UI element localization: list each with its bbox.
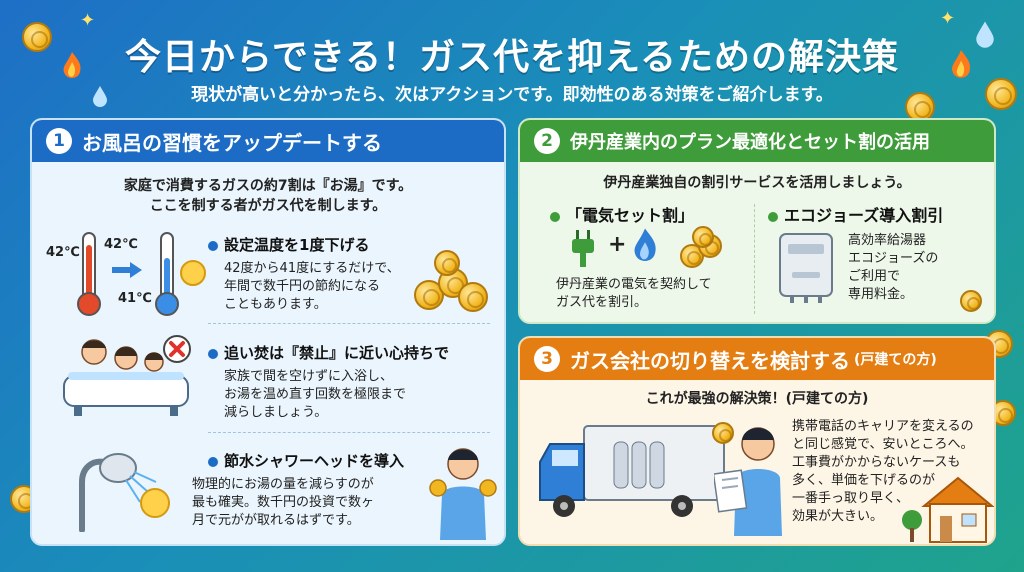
tip-line: 物理的にお湯の量を減らすのが <box>192 477 374 492</box>
arrow-right-icon <box>110 260 144 284</box>
tip-line: こともあります。 <box>224 297 327 312</box>
option-line: エコジョーズの <box>848 251 939 266</box>
thermometer-bulb <box>155 292 179 316</box>
bullet-dot <box>768 211 778 222</box>
tip-heading-text: 節水シャワーヘッドを導入 <box>224 452 405 470</box>
bullet-dot <box>208 240 218 251</box>
intro-text: 家庭で消費するガスの約7割は『お湯』です。 ここを制する者がガス代を制します。 <box>32 176 504 216</box>
coin-icon <box>960 290 982 312</box>
page-subtitle: 現状が高いと分かったら、次はアクションです。即効性のある対策をご紹介します。 <box>191 85 833 105</box>
body-line: 効果が大きい。 <box>792 509 884 524</box>
option-heading-text: 「電気セット割」 <box>566 206 695 225</box>
bathtub-family-icon <box>56 332 196 426</box>
coin-stack-icon <box>680 226 730 270</box>
coin-icon <box>985 78 1017 110</box>
house-icon <box>898 472 994 544</box>
option-line: 伊丹産業の電気を契約して <box>556 277 712 292</box>
coin-icon <box>905 92 935 122</box>
page-title: 今日からできる！ガス代を抑えるための解決策 <box>124 37 900 78</box>
option-line: ガス代を割引。 <box>556 295 648 310</box>
intro-text: 伊丹産業独自の割引サービスを活用しましょう。 <box>603 175 911 191</box>
tip-line: お湯を温め直す回数を極限まで <box>224 387 407 402</box>
sparkle-icon: ✦ <box>80 10 96 31</box>
divider <box>208 432 490 433</box>
water-heater-icon <box>778 232 834 308</box>
smile-face-icon <box>140 488 170 518</box>
sparkle-icon: ✦ <box>940 8 956 29</box>
gas-flame-icon <box>630 226 660 270</box>
option-heading: 「電気セット割」 <box>550 202 694 226</box>
body-line: 携帯電話のキャリアを変えるの <box>792 419 974 434</box>
temperature-label: 42℃ <box>46 245 80 260</box>
bullet-dot <box>550 211 560 222</box>
temperature-label: 42℃ <box>104 237 138 252</box>
hot-thermometer-icon <box>82 232 96 302</box>
tip-body: 家族で間を空けずに入浴し、 お湯を温め直す回数を極限まで 減らしましょう。 <box>224 368 484 422</box>
option-heading: エコジョーズ導入割引 <box>768 202 943 226</box>
section-header: 3 ガス会社の切り替えを検討する (戸建ての方) <box>520 338 994 380</box>
bullet-dot <box>208 348 218 359</box>
tip-heading: 設定温度を1度下げる <box>208 234 369 255</box>
flame-icon <box>948 48 974 86</box>
flame-icon <box>60 50 84 86</box>
tip-line: 月で元がが取れるはずです。 <box>192 513 360 528</box>
temperature-label: 41℃ <box>118 291 152 306</box>
section-title: 伊丹産業内のプラン最適化とセット割の活用 <box>570 132 930 153</box>
bullet-dot <box>208 456 218 467</box>
plug-icon <box>568 228 598 272</box>
water-drop-icon <box>92 85 108 111</box>
option-line: ご利用で <box>848 269 901 284</box>
option-heading-text: エコジョーズ導入割引 <box>784 206 944 225</box>
intro-text: これが最強の解決策！(戸建ての方) <box>645 391 869 407</box>
prohibited-x-icon <box>162 334 192 368</box>
intro-line: 家庭で消費するガスの約7割は『お湯』です。 <box>123 178 413 194</box>
tip-line: 家族で間を空けずに入浴し、 <box>224 369 394 384</box>
section-title: お風呂の習慣をアップデートする <box>82 130 382 155</box>
section-header: 2 伊丹産業内のプラン最適化とセット割の活用 <box>520 120 994 162</box>
tip-line: 年間で数千円の節約になる <box>224 279 381 294</box>
person-holding-coins-icon <box>426 442 500 544</box>
person-with-document-icon <box>712 418 794 542</box>
section-number: 2 <box>534 128 560 154</box>
coin-stack-icon <box>414 250 494 312</box>
tip-line: 42度から41度にするだけで、 <box>224 261 400 276</box>
section-header: 1 お風呂の習慣をアップデートする <box>32 120 504 162</box>
tip-body: 物理的にお湯の量を減らすのが 最も確実。数千円の投資で数ヶ 月で元がが取れるはず… <box>192 476 420 530</box>
gas-delivery-truck-icon <box>532 418 732 532</box>
intro-line: ここを制する者がガス代を制します。 <box>149 198 387 214</box>
plus-sign: + <box>608 232 627 257</box>
water-drop-icon <box>975 20 995 52</box>
tip-line: 最も確実。数千円の投資で数ヶ <box>192 495 375 510</box>
option-body: 高効率給湯器 エコジョーズの ご利用で 専用料金。 <box>848 232 978 304</box>
section-title: ガス会社の切り替えを検討する <box>570 348 850 373</box>
divider <box>208 323 490 324</box>
tip-heading-text: 設定温度を1度下げる <box>224 236 370 254</box>
section-number: 3 <box>534 346 560 372</box>
body-line: 多く、単価を下げるのが <box>792 473 936 488</box>
smile-face-icon <box>180 260 206 286</box>
section-body: 携帯電話のキャリアを変えるの と同じ感覚で、安いところへ。 工事費がかからないケ… <box>792 418 992 526</box>
thermometer-bulb <box>77 292 101 316</box>
body-line: 一番手っ取り早く、 <box>792 491 910 506</box>
coin-icon <box>22 22 52 52</box>
option-body: 伊丹産業の電気を契約して ガス代を割引。 <box>556 276 756 312</box>
tip-heading: 節水シャワーヘッドを導入 <box>208 450 404 471</box>
option-line: 専用料金。 <box>848 287 914 302</box>
tip-line: 減らしましょう。 <box>224 405 328 420</box>
tip-body: 42度から41度にするだけで、 年間で数千円の節約になる こともあります。 <box>224 260 404 314</box>
divider <box>754 204 755 314</box>
section-title-note: (戸建ての方) <box>854 352 937 368</box>
section-number: 1 <box>46 128 72 154</box>
section-bath-habits: 1 お風呂の習慣をアップデートする 家庭で消費するガスの約7割は『お湯』です。 … <box>30 118 506 546</box>
body-line: と同じ感覚で、安いところへ。 <box>792 437 974 452</box>
body-line: 工事費がかからないケースも <box>792 455 961 470</box>
section-plan-optimization: 2 伊丹産業内のプラン最適化とセット割の活用 伊丹産業独自の割引サービスを活用し… <box>518 118 996 324</box>
section-switch-provider: 3 ガス会社の切り替えを検討する (戸建ての方) これが最強の解決策！(戸建ての… <box>518 336 996 546</box>
coin-icon <box>712 422 734 444</box>
tip-heading-text: 追い焚は『禁止』に近い心持ちで <box>224 344 450 362</box>
option-line: 高効率給湯器 <box>848 233 927 248</box>
tip-heading: 追い焚は『禁止』に近い心持ちで <box>208 342 449 363</box>
shower-head-icon <box>68 442 178 536</box>
